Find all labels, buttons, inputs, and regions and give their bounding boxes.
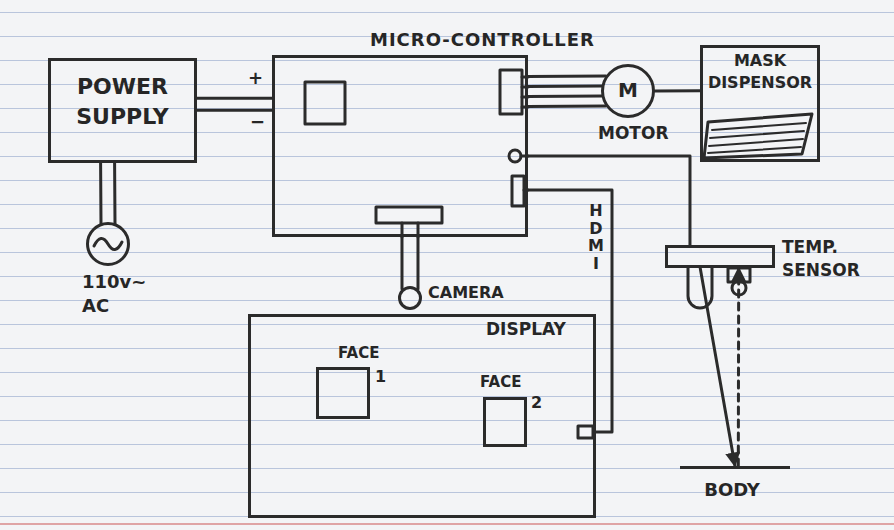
node-label: TEMP. SENSOR: [782, 236, 886, 282]
wire-label: HDMI: [588, 202, 604, 272]
sensor-port: [509, 150, 521, 162]
wire-connector: [101, 163, 115, 223]
wire-line: [416, 237, 419, 289]
chip-symbol: [305, 82, 345, 124]
ac-wave-symbol: [94, 238, 122, 249]
mask-stack: [708, 123, 806, 153]
node-label: FACE: [338, 343, 379, 363]
terminal-sign: +: [248, 66, 263, 90]
wire-line: [99, 163, 102, 223]
temp-sensor-box: TEMP. SENSOR: [665, 245, 775, 268]
wire-line: [655, 89, 700, 92]
microcontroller-box: MICRO-CONTROLLER: [272, 55, 528, 237]
mask-tray: [704, 114, 812, 158]
node-label: M: [601, 77, 655, 104]
display-hdmi-port: [578, 426, 593, 438]
wire-line: [400, 237, 403, 289]
node-sublabel: 2: [531, 392, 542, 414]
wire-line: [528, 156, 690, 245]
camera-mount: [376, 207, 442, 223]
wire-connector: [402, 237, 418, 289]
node-label: 110v~ AC: [82, 270, 166, 319]
mask-dispenser-box: MASK DISPENSOR: [700, 45, 820, 162]
node-label: MICRO-CONTROLLER: [370, 28, 595, 52]
margin-line: [0, 523, 894, 525]
wire-connector: [655, 90, 700, 91]
wire-line: [737, 268, 740, 466]
camera-circle: CAMERA: [398, 286, 422, 310]
node-label: BODY: [677, 478, 787, 502]
wire-connector: [738, 268, 739, 466]
node-sublabel: 1: [375, 366, 386, 388]
node-label: DISPLAY: [486, 318, 566, 341]
wire-line: [528, 105, 606, 108]
body-surface: BODY: [680, 466, 790, 512]
face-box: FACE2: [483, 397, 527, 447]
power-supply-box: POWER SUPPLY: [48, 58, 197, 163]
wire-line: [528, 190, 612, 432]
wire-line: [113, 163, 116, 223]
wire-line: [528, 75, 606, 78]
node-label: CAMERA: [428, 282, 504, 304]
face-box: FACE1: [316, 367, 370, 419]
hdmi-port: [512, 176, 524, 206]
node-sublabel: MOTOR: [598, 122, 669, 145]
wire-connector: [700, 268, 735, 466]
wire-line: [528, 95, 601, 98]
ac-source-circle: 110v~ AC: [86, 222, 130, 266]
terminal-sign: −: [250, 110, 265, 134]
wire-connector: [528, 76, 606, 106]
motor-connector: [500, 70, 522, 114]
node-label: FACE: [480, 372, 521, 392]
wire-connector: [197, 98, 272, 110]
display-box: DISPLAYFACE1FACE2: [248, 314, 596, 518]
wire-connector: [528, 156, 690, 245]
wire-line: [197, 97, 272, 100]
wire-line: [528, 85, 601, 88]
wire-line: [700, 268, 735, 466]
motor-circle: MMOTOR: [601, 64, 655, 118]
node-label: POWER SUPPLY: [56, 72, 189, 131]
wire-connector: [528, 190, 612, 432]
node-label: MASK DISPENSOR: [705, 50, 815, 93]
